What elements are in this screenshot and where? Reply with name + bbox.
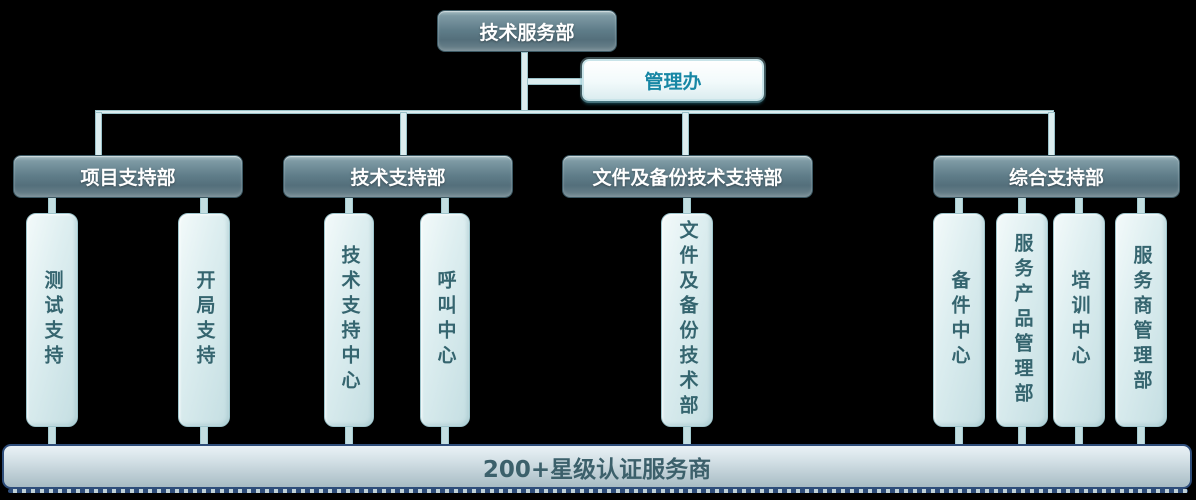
stub-top-spare-parts-center [955,197,963,214]
stub-top-tech-support-center [345,197,353,214]
dept-label-tech-support: 技术支持部 [350,167,446,189]
dept-box-doc-backup-support: 文件及备份技术支持部 [562,155,813,198]
footer-bar: 200+星级认证服务商 [2,444,1192,489]
stub-top-opening-support [200,197,208,214]
unit-box-training-center: 培训中心 [1053,213,1105,427]
dept-label-general-support: 综合支持部 [1008,167,1104,189]
stub-top-test-support [48,197,56,214]
dept-label-doc-backup-support: 文件及备份技术支持部 [592,167,783,189]
unit-label-service-product-dept: 服务产品管理部 [1011,232,1034,408]
connector-drop-doc-backup [682,112,689,156]
unit-box-tech-support-center: 技术支持中心 [324,213,374,427]
unit-label-opening-support: 开局支持 [193,270,216,370]
connector-drop-tech-support [400,112,407,156]
stub-bottom-tech-support-center [345,426,353,445]
stub-top-doc-backup-dept [683,197,691,214]
dept-box-general-support: 综合支持部 [933,155,1180,198]
unit-label-training-center: 培训中心 [1068,270,1091,370]
connector-assistant-branch [527,78,583,85]
stub-top-provider-mgmt-dept [1137,197,1145,214]
stub-bottom-doc-backup-dept [683,426,691,445]
stub-bottom-provider-mgmt-dept [1137,426,1145,445]
unit-box-spare-parts-center: 备件中心 [933,213,985,427]
stub-bottom-test-support [48,426,56,445]
connector-main-hline [95,110,1054,114]
footer-label: 200+星级认证服务商 [482,456,712,483]
dept-box-project-support: 项目支持部 [13,155,243,198]
connector-drop-project-support [95,112,102,156]
org-root-box: 技术服务部 [437,10,617,52]
stub-bottom-spare-parts-center [955,426,963,445]
unit-box-provider-mgmt-dept: 服务商管理部 [1115,213,1167,427]
connector-drop-general-support [1048,112,1055,156]
unit-box-call-center: 呼叫中心 [420,213,470,427]
dept-box-tech-support: 技术支持部 [283,155,513,198]
stub-bottom-training-center [1075,426,1083,445]
footer-dashed-line [8,489,1188,493]
stub-top-call-center [441,197,449,214]
unit-label-call-center: 呼叫中心 [434,270,457,370]
management-office-label: 管理办 [644,70,702,93]
unit-box-doc-backup-dept: 文件及备份技术部 [661,213,713,427]
stub-bottom-opening-support [200,426,208,445]
unit-label-test-support: 测试支持 [41,270,64,370]
stub-top-training-center [1075,197,1083,214]
unit-label-provider-mgmt-dept: 服务商管理部 [1130,245,1153,395]
org-root-label: 技术服务部 [479,21,575,44]
stub-bottom-service-product-dept [1018,426,1026,445]
management-office-box: 管理办 [582,59,764,101]
stub-bottom-call-center [441,426,449,445]
dept-label-project-support: 项目支持部 [80,167,176,189]
unit-label-tech-support-center: 技术支持中心 [338,245,361,395]
stub-top-service-product-dept [1018,197,1026,214]
unit-label-spare-parts-center: 备件中心 [948,270,971,370]
unit-box-test-support: 测试支持 [26,213,78,427]
unit-label-doc-backup-dept: 文件及备份技术部 [676,220,699,420]
unit-box-service-product-dept: 服务产品管理部 [996,213,1048,427]
unit-box-opening-support: 开局支持 [178,213,230,427]
